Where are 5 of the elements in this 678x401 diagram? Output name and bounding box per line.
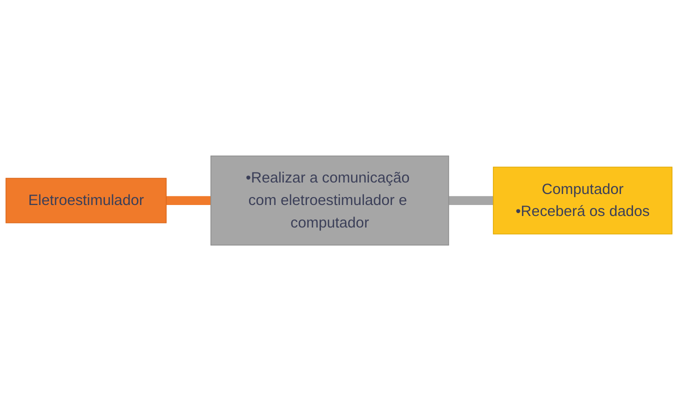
node-box: Eletroestimulador [6, 178, 167, 224]
node-box: Computador •Receberá os dados [492, 166, 672, 234]
connector [448, 196, 494, 205]
connector [166, 196, 212, 205]
node-box: •Realizar a comunicação com eletroestimulador e computador [210, 156, 450, 246]
